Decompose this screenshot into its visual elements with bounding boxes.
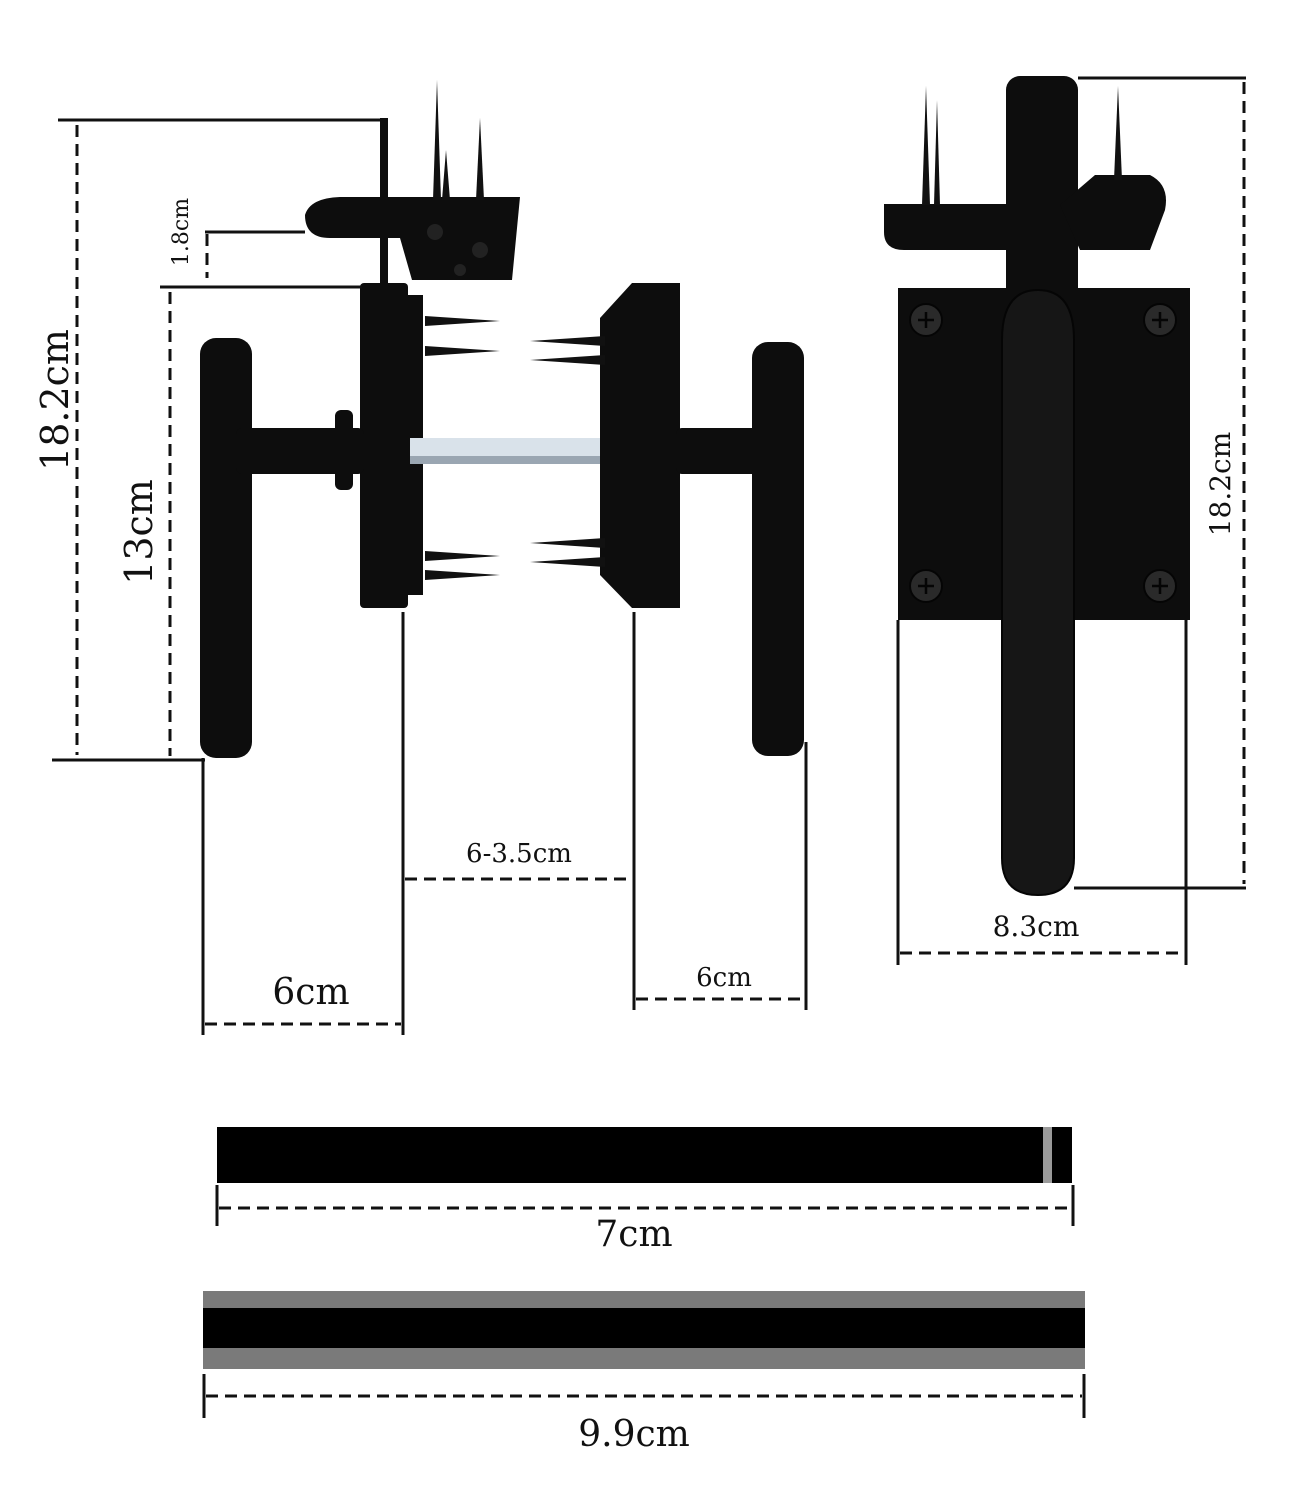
right-bracket <box>1060 175 1166 250</box>
long-bar-group <box>202 1291 1086 1418</box>
short-bar-group <box>215 1127 1075 1226</box>
spike <box>476 118 484 200</box>
spike <box>442 150 450 200</box>
left-side-view-hardware <box>200 80 804 758</box>
screw-icon <box>909 303 943 337</box>
latch-thickness-label: 1.8cm <box>169 198 194 266</box>
short-bar-label: 7cm <box>595 1214 672 1255</box>
left-bracket <box>884 204 1006 250</box>
height-total-label: 18.2cm <box>33 329 77 471</box>
short-spindle-bar <box>217 1127 1072 1183</box>
latch-bar <box>1006 76 1078 316</box>
screw-icon <box>1143 569 1177 603</box>
gap-range-label: 6-3.5cm <box>466 839 572 869</box>
right-front-view-hardware <box>884 76 1190 897</box>
right-rose-plate <box>600 283 680 608</box>
long-bar-label: 9.9cm <box>578 1414 690 1455</box>
front-lever-handle <box>1001 288 1075 897</box>
latch-pin <box>380 118 388 288</box>
left-dimension-lines <box>52 118 808 1035</box>
left-shaft <box>236 428 364 474</box>
screw-icon <box>1143 303 1177 337</box>
plate-height-label: 13cm <box>117 479 161 585</box>
screw-icon <box>909 569 943 603</box>
lever-left-label: 6cm <box>272 972 349 1013</box>
right-height-label: 18.2cm <box>1204 432 1237 537</box>
spike <box>433 80 441 200</box>
right-lever-handle <box>752 342 804 756</box>
left-lever-handle <box>200 338 252 758</box>
right-dimension-lines <box>896 76 1246 965</box>
plate-width-label: 8.3cm <box>993 910 1080 943</box>
latch-bracket <box>305 197 520 280</box>
lever-right-label: 6cm <box>696 963 752 993</box>
left-rose-plate <box>360 283 408 608</box>
